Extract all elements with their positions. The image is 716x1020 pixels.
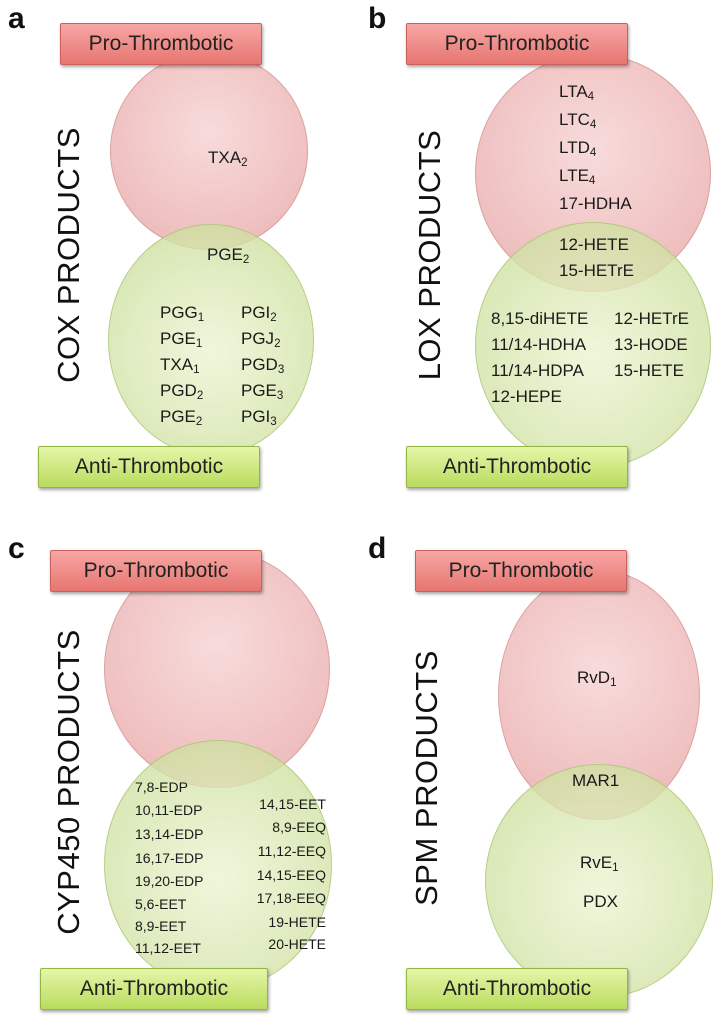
overlap-item: 12-HETE — [559, 235, 629, 254]
anti-item: 19,20-EDP — [135, 873, 204, 889]
anti-item: 13-HODE — [614, 335, 688, 354]
category-title: SPM PRODUCTS — [409, 650, 444, 906]
panel-a: a COX PRODUCTS Pro-Thrombotic Anti-Throm… — [0, 0, 358, 510]
anti-thrombotic-circle — [475, 222, 711, 468]
pro-thrombotic-label: Pro-Thrombotic — [415, 550, 627, 592]
anti-item: PGG1 — [160, 303, 205, 324]
anti-item: 15-HETE — [614, 361, 684, 380]
anti-item: 14,15-EET — [259, 796, 326, 812]
overlap-item: 15-HETrE — [559, 261, 634, 280]
anti-item: TXA1 — [160, 355, 200, 376]
panel-b: b LOX PRODUCTS Pro-Thrombotic Anti-Throm… — [358, 0, 716, 510]
anti-item: 11,12-EEQ — [257, 843, 326, 859]
anti-item: RvE1 — [580, 853, 619, 874]
anti-item: 5,6-EET — [135, 896, 187, 912]
pro-item: TXA2 — [208, 148, 248, 169]
anti-thrombotic-label: Anti-Thrombotic — [406, 968, 628, 1010]
anti-item: PGI2 — [241, 303, 277, 324]
panel-d: d SPM PRODUCTS Pro-Thrombotic Anti-Throm… — [358, 510, 716, 1020]
overlap-item: PGE2 — [207, 245, 250, 266]
pro-item: 17-HDHA — [559, 194, 632, 213]
category-title: CYP450 PRODUCTS — [51, 629, 86, 935]
anti-item: PGE3 — [241, 381, 284, 402]
panel-c: c CYP450 PRODUCTS Pro-Thrombotic Anti-Th… — [0, 510, 358, 1020]
anti-item: 11/14-HDHA — [491, 335, 587, 354]
anti-item: 20-HETE — [268, 936, 326, 952]
anti-thrombotic-label: Anti-Thrombotic — [38, 446, 260, 488]
anti-item: 10,11-EDP — [135, 802, 203, 818]
anti-thrombotic-label: Anti-Thrombotic — [406, 446, 628, 488]
anti-item: 8,9-EEQ — [272, 819, 326, 835]
pro-thrombotic-label: Pro-Thrombotic — [406, 23, 628, 65]
anti-item: PGJ2 — [241, 329, 281, 350]
anti-item: 16,17-EDP — [135, 850, 204, 866]
panel-letter: c — [8, 532, 25, 565]
anti-item: 8,15-diHETE — [491, 309, 589, 328]
anti-item: 7,8-EDP — [135, 779, 188, 795]
pro-item: RvD1 — [577, 668, 617, 689]
anti-item: 8,9-EET — [135, 918, 187, 934]
pro-item: LTC4 — [559, 110, 597, 131]
pro-item: LTD4 — [559, 138, 597, 159]
anti-item: PDX — [583, 892, 618, 911]
category-title: COX PRODUCTS — [51, 127, 86, 383]
anti-item: PGE2 — [160, 407, 203, 428]
panel-letter: a — [8, 2, 25, 35]
anti-item: 17,18-EEQ — [256, 890, 326, 906]
pro-thrombotic-circle — [110, 52, 308, 250]
panel-letter: d — [368, 532, 387, 565]
anti-item: 19-HETE — [268, 914, 326, 930]
anti-item: 12-HETrE — [614, 309, 689, 328]
pro-item: LTE4 — [559, 166, 596, 187]
anti-item: 13,14-EDP — [135, 826, 204, 842]
anti-thrombotic-label: Anti-Thrombotic — [40, 968, 268, 1010]
anti-item: PGI3 — [241, 407, 277, 428]
anti-item: 14,15-EEQ — [256, 867, 326, 883]
pro-thrombotic-label: Pro-Thrombotic — [50, 550, 262, 592]
anti-thrombotic-circle — [108, 224, 314, 456]
pro-thrombotic-label: Pro-Thrombotic — [60, 23, 262, 65]
anti-item: 12-HEPE — [491, 387, 562, 406]
anti-item: 11/14-HDPA — [491, 361, 584, 380]
panel-letter: b — [368, 2, 387, 35]
anti-thrombotic-circle — [485, 764, 713, 998]
anti-item: PGE1 — [160, 329, 203, 350]
anti-item: PGD3 — [241, 355, 285, 376]
anti-item: 11,12-EET — [135, 940, 201, 956]
pro-item: LTA4 — [559, 82, 595, 103]
category-title: LOX PRODUCTS — [412, 129, 447, 381]
overlap-item: MAR1 — [572, 771, 620, 790]
anti-item: PGD2 — [160, 381, 204, 402]
